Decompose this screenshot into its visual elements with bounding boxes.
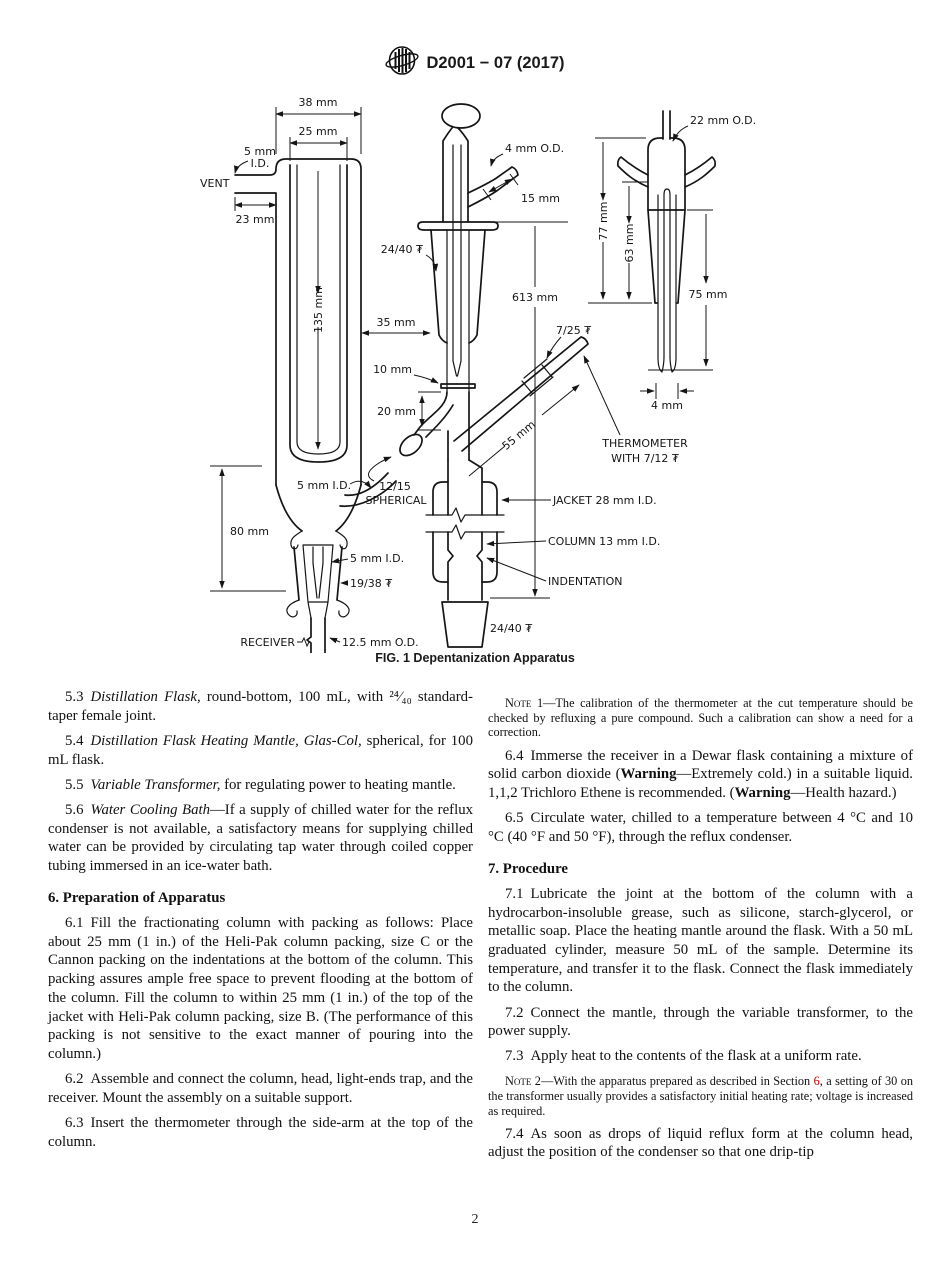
note-2: Note 2—With the apparatus prepared as de…	[488, 1074, 913, 1118]
warning-label: Warning	[620, 766, 677, 783]
dim-label-80mm: 80 mm	[230, 525, 269, 538]
page-number: 2	[471, 1212, 479, 1227]
dim-label-5mm-id-top-1: 5 mm	[244, 145, 276, 158]
joint-label-spherical: SPHERICAL	[365, 494, 427, 507]
page-header: D2001 − 07 (2017)	[0, 44, 950, 84]
dim-label-4mm-od: 4 mm O.D.	[505, 142, 564, 155]
dim-label-75mm: 75 mm	[689, 288, 728, 301]
note-label: Note 1	[505, 696, 544, 710]
dim-label-22mm-od: 22 mm O.D.	[690, 114, 756, 127]
figure-caption: FIG. 1 Depentanization Apparatus	[375, 651, 575, 665]
dim-label-5mm-id-top-2: I.D.	[251, 157, 270, 170]
note-label: Note 2	[505, 1074, 541, 1089]
receiver-label: RECEIVER	[240, 636, 295, 649]
joint-label-24-40-top: 24/40 ₮	[381, 243, 423, 256]
column-label: COLUMN 13 mm I.D.	[548, 535, 660, 548]
dim-label-77mm: 77 mm	[597, 202, 610, 241]
term: Distillation Flask,	[90, 689, 201, 705]
section-6-link[interactable]: 6	[813, 1074, 820, 1089]
jacket-label: JACKET 28 mm I.D.	[552, 494, 657, 507]
dim-label-25mm: 25 mm	[299, 125, 338, 138]
column-dimensions: 4 mm O.D. 15 mm 24/40 ₮ 613 mm 10 mm 20 …	[373, 142, 688, 635]
joint-label-19-38: 19/38 ₮	[350, 577, 392, 590]
joint-label-24-40-bottom: 24/40 ₮	[490, 622, 532, 635]
dim-label-10mm: 10 mm	[373, 363, 412, 376]
trap-dimensions: 38 mm 25 mm VENT 5 mm I.D. 23 mm 135 mm …	[200, 96, 431, 649]
dim-label-55mm: 55 mm	[500, 418, 538, 453]
right-column: Note 1—The calibration of the thermomete…	[488, 688, 913, 1162]
note-1: Note 1—The calibration of the thermomete…	[488, 696, 913, 740]
dim-label-5mm-id-mid: 5 mm I.D.	[297, 479, 351, 492]
term: Water Cooling Bath	[90, 802, 211, 819]
dim-label-613mm: 613 mm	[512, 291, 558, 304]
dim-label-63mm: 63 mm	[623, 224, 636, 263]
dim-label-4mm: 4 mm	[651, 399, 683, 412]
section-heading-6: 6. Preparation of Apparatus	[48, 889, 226, 906]
astm-logo-icon	[385, 44, 420, 82]
condenser-dimensions: 22 mm O.D. 77 mm 63 mm 75 mm 4 mm	[588, 114, 756, 412]
indentation-label: INDENTATION	[548, 575, 623, 588]
term: Distillation Flask Heating Mantle, Glas-…	[90, 732, 362, 749]
dim-label-15mm: 15 mm	[521, 192, 560, 205]
figure-1-apparatus-diagram: 38 mm 25 mm VENT 5 mm I.D. 23 mm 135 mm …	[190, 95, 950, 653]
joint-label-12-15: 12/15	[379, 480, 411, 493]
dim-label-38mm: 38 mm	[299, 96, 338, 109]
term: Variable Transformer,	[90, 776, 221, 793]
column-head-drawing	[413, 103, 589, 648]
dim-label-5mm-id-low: 5 mm I.D.	[350, 552, 404, 565]
thermometer-label-2: WITH 7/12 ₮	[611, 452, 679, 465]
dim-label-20mm: 20 mm	[377, 405, 416, 418]
standard-designation: D2001 − 07 (2017)	[426, 53, 565, 72]
joint-label-7-25: 7/25 ₮	[556, 324, 591, 337]
vent-label: VENT	[200, 177, 230, 190]
section-heading-7: 7. Procedure	[488, 860, 568, 877]
warning-label: Warning	[734, 785, 791, 802]
dim-label-23mm: 23 mm	[236, 213, 275, 226]
dim-label-12-5mm-od: 12.5 mm O.D.	[342, 636, 419, 649]
dim-label-135mm: 135 mm	[312, 287, 325, 333]
dim-label-35mm: 35 mm	[377, 316, 416, 329]
thermometer-label-1: THERMOMETER	[601, 437, 688, 450]
light-ends-trap-drawing	[234, 158, 423, 653]
